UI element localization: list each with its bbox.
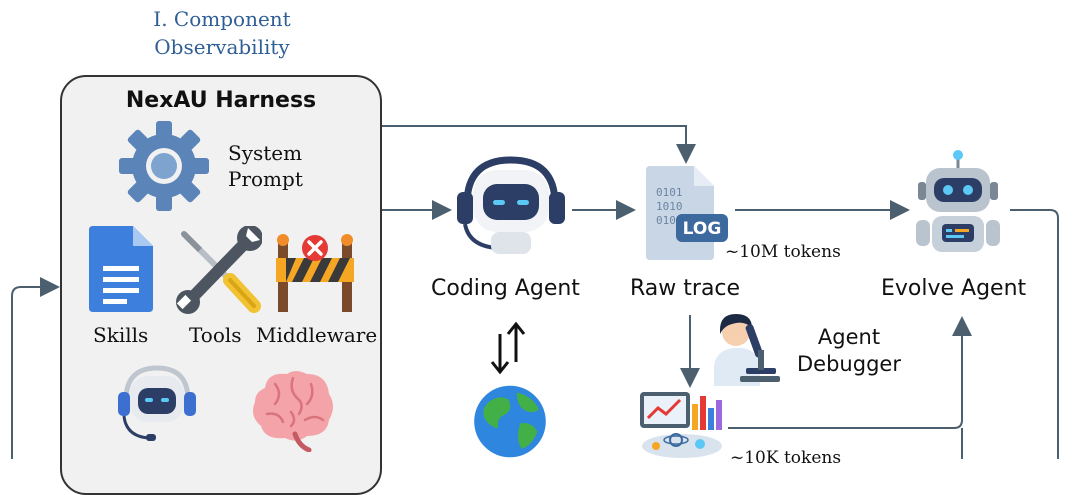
coding-agent-label: Coding Agent — [431, 276, 580, 301]
system-prompt-line-1: System — [228, 141, 303, 165]
evolve-agent-robot-icon — [916, 150, 1000, 252]
analysis-dashboard-icon — [640, 392, 722, 458]
bidirectional-arrow — [490, 321, 526, 375]
brain-icon — [253, 371, 333, 452]
log-file-icon: 0101 1010 0101 LOG — [646, 166, 728, 260]
arrow-harness-to-raw-trace — [382, 125, 696, 164]
barrier-icon — [276, 234, 354, 312]
arrow-feedback-into-harness — [11, 277, 60, 459]
coding-agent-robot-icon — [457, 156, 565, 254]
arrow-evolve-agent-out — [1010, 209, 1059, 459]
section-title: I. Component Observability — [102, 5, 342, 61]
log-bits-row-2: 1010 — [656, 200, 683, 213]
raw-trace-label: Raw trace — [630, 276, 741, 301]
tools-icon — [176, 226, 262, 314]
section-title-line-1: I. Component — [153, 7, 291, 31]
gear-icon — [119, 121, 209, 211]
log-bits-row-1: 0101 — [656, 186, 683, 199]
log-bits-row-3: 0101 — [656, 214, 683, 227]
section-title-line-2: Observability — [154, 35, 290, 59]
scientist-microscope-icon — [714, 314, 780, 386]
tools-label: Tools — [189, 323, 242, 347]
middleware-label: Middleware — [256, 323, 378, 347]
agent-debugger-line-2: Debugger — [797, 352, 901, 376]
summary-tokens-annotation: ~10K tokens — [730, 448, 842, 468]
arrow-summary-to-evolve-agent — [728, 316, 972, 429]
agent-debugger-label: Agent Debugger — [796, 324, 902, 378]
skills-label: Skills — [93, 323, 149, 347]
agent-debugger-line-1: Agent — [817, 325, 881, 349]
connector-layer — [11, 125, 1059, 459]
globe-icon — [474, 385, 546, 458]
agent-robot-icon — [118, 365, 196, 441]
system-prompt-line-2: Prompt — [228, 167, 303, 191]
document-icon — [89, 226, 153, 312]
raw-tokens-annotation: ~10M tokens — [725, 242, 841, 262]
evolve-agent-label: Evolve Agent — [881, 276, 1027, 301]
system-prompt-label: System Prompt — [228, 140, 303, 192]
log-badge: LOG — [683, 219, 722, 239]
harness-title: NexAU Harness — [125, 88, 317, 113]
